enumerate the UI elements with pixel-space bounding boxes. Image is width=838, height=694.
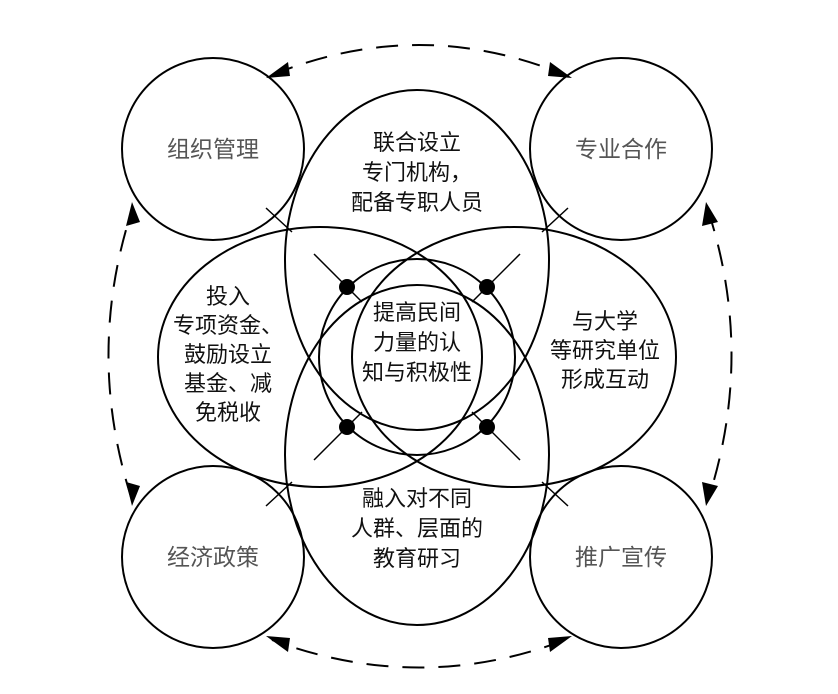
- petal-bottom-line-3: 教育研习: [373, 547, 461, 572]
- dashed-arc-right: [707, 209, 733, 501]
- petal-bottom-line-1: 融入对不同: [362, 487, 472, 512]
- petal-right-line-3: 形成互动: [561, 368, 649, 393]
- petal-ellipse-bottom: [284, 284, 550, 626]
- diagonal-tick-top-right: [471, 253, 521, 303]
- petal-top-line-2: 专门机构，: [362, 161, 472, 186]
- center-line-3: 知与积极性: [362, 361, 472, 386]
- dashed-arc-top: [271, 44, 566, 76]
- arrow-icon-top-left: [266, 62, 290, 78]
- dashed-arc-left: [107, 209, 133, 501]
- intersection-dot-top-left: [339, 279, 355, 295]
- arrow-icon-right-bottom: [702, 482, 718, 506]
- petal-right-line-2: 等研究单位: [550, 339, 660, 364]
- petal-left-line-1: 投入: [206, 285, 250, 310]
- arrow-icon-bottom-right: [548, 636, 572, 652]
- arrow-icon-bottom-left: [266, 636, 290, 652]
- petal-left-line-5: 免税收: [195, 401, 261, 426]
- corner-label-bottom-right: 推广宣传: [575, 545, 667, 571]
- petal-top-line-3: 配备专职人员: [351, 191, 483, 216]
- center-line-2: 力量的认: [373, 331, 461, 356]
- corner-label-bottom-left: 经济政策: [167, 545, 259, 571]
- petal-ellipse-top: [284, 89, 550, 431]
- petal-top-line-1: 联合设立: [373, 131, 461, 156]
- intersection-dot-bottom-right: [479, 419, 495, 435]
- petal-right-line-1: 与大学: [572, 310, 638, 335]
- arrow-icon-left-top: [126, 202, 140, 226]
- diagonal-tick-bottom-right: [471, 411, 521, 461]
- petal-left-line-2: 专项资金、: [173, 314, 283, 339]
- corner-circle-bottom-left: [121, 465, 305, 649]
- arrow-icon-right-top: [702, 202, 718, 226]
- corner-circle-bottom-right: [529, 465, 713, 649]
- diagonal-tick-bottom-left: [313, 411, 363, 461]
- petal-left-line-4: 基金、减: [184, 372, 272, 397]
- diagonal-tick-top-left: [313, 253, 363, 303]
- dashed-arc-bottom: [271, 639, 566, 669]
- corner-label-top-right: 专业合作: [575, 137, 667, 163]
- petal-ellipse-right: [351, 226, 677, 488]
- petal-left-line-3: 鼓励设立: [184, 343, 272, 368]
- arrow-icon-top-right: [548, 62, 572, 78]
- corner-circle-top-left: [121, 57, 305, 241]
- center-line-1: 提高民间: [373, 301, 461, 326]
- intersection-dot-top-right: [479, 279, 495, 295]
- petal-ellipse-left: [157, 226, 483, 488]
- intersection-dot-bottom-left: [339, 419, 355, 435]
- corner-circle-top-right: [529, 57, 713, 241]
- corner-label-top-left: 组织管理: [167, 137, 259, 163]
- arrow-icon-left-bottom: [126, 482, 140, 506]
- petal-bottom-line-2: 人群、层面的: [351, 517, 483, 542]
- center-circle: [318, 258, 516, 456]
